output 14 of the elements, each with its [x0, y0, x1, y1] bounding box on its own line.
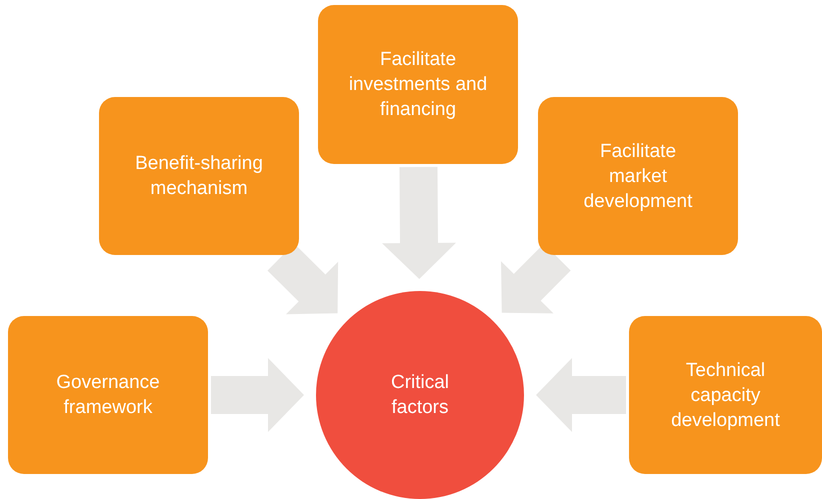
process-box: [538, 97, 738, 255]
process-box: [8, 316, 208, 474]
process-box: [99, 97, 299, 255]
node-label: Benefit-sharing mechanism: [134, 152, 264, 201]
node-label: Critical factors: [390, 371, 450, 420]
block-arrow: [211, 358, 304, 432]
process-box: [318, 5, 518, 164]
process-box: [629, 316, 822, 474]
node-label: Governance framework: [55, 371, 161, 420]
node-label: Facilitate investments and financing: [348, 48, 488, 122]
node-label: Facilitate market development: [582, 140, 694, 214]
node-label: Technical capacity development: [670, 358, 781, 432]
block-arrow: [382, 166, 456, 279]
block-arrow: [536, 358, 626, 432]
